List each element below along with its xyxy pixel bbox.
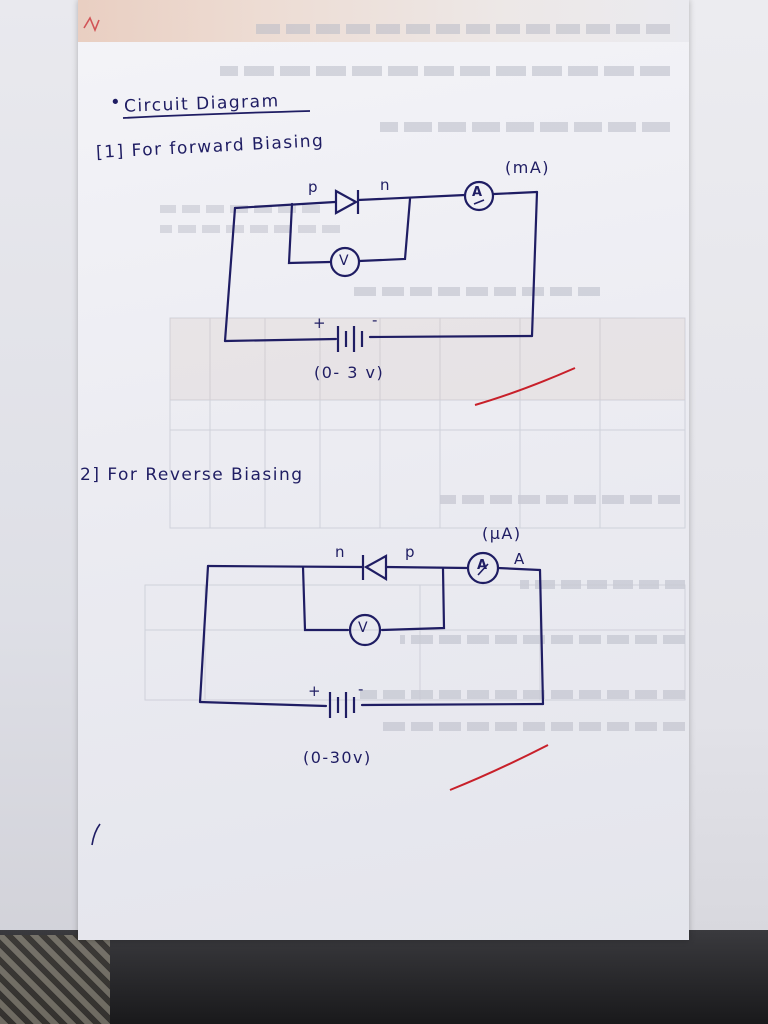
forward-bottom-wire-right — [368, 334, 534, 339]
reverse-ammeter-outer-label: A — [514, 550, 526, 568]
reverse-left-wire — [198, 564, 210, 704]
reverse-top-wire-ammeter — [496, 566, 542, 572]
forward-top-wire-ammeter — [492, 190, 539, 196]
margin-mark — [83, 16, 100, 33]
fabric-corner — [0, 935, 110, 1024]
forward-ammeter-needle — [473, 199, 485, 205]
reverse-voltmeter-label: V — [358, 620, 368, 636]
reverse-diode-left-label: n — [335, 543, 347, 561]
forward-top-wire-right — [356, 193, 467, 202]
reverse-battery-plus: + — [308, 682, 323, 700]
forward-voltmeter-right-lead — [357, 197, 412, 263]
background-left — [0, 0, 80, 1024]
notebook-page — [78, 0, 689, 940]
reverse-diode-right-label: p — [405, 543, 417, 561]
forward-meter-unit: (mA) — [505, 158, 551, 177]
forward-ammeter — [463, 180, 495, 212]
dark-surface — [0, 930, 768, 1024]
margin-stroke — [91, 823, 101, 846]
reverse-ammeter — [466, 551, 500, 585]
reverse-meter-unit: (μA) — [482, 524, 522, 543]
page-top-tint — [78, 0, 689, 42]
forward-diode — [334, 189, 360, 215]
heading-underline — [122, 110, 311, 119]
heading-bullet: • — [109, 91, 123, 114]
forward-supply-range: (0- 3 v) — [314, 363, 385, 382]
reverse-voltmeter-right-lead — [380, 567, 446, 632]
forward-voltmeter-left-lead — [287, 202, 332, 265]
reverse-voltmeter-left-lead — [301, 565, 350, 632]
forward-top-wire-left — [233, 200, 337, 210]
forward-battery-plus: + — [313, 314, 328, 332]
reverse-top-wire-left — [206, 564, 364, 569]
reverse-diode — [361, 554, 388, 581]
forward-right-wire — [530, 190, 539, 338]
reverse-bottom-wire-right — [360, 702, 545, 707]
forward-bottom-wire-left — [223, 337, 338, 343]
background-right — [688, 0, 768, 1024]
reverse-battery — [328, 692, 356, 718]
forward-voltmeter-label: V — [339, 253, 349, 269]
reverse-title: 2] For Reverse Biasing — [80, 465, 304, 485]
reverse-ammeter-needle — [477, 563, 489, 576]
forward-diode-left-label: p — [308, 178, 320, 196]
reverse-top-wire-right — [384, 565, 470, 570]
forward-battery-minus: - — [372, 311, 379, 329]
reverse-right-wire — [538, 568, 545, 706]
forward-diode-right-label: n — [380, 176, 392, 194]
reverse-supply-range: (0-30v) — [303, 748, 372, 767]
reverse-voltmeter — [348, 613, 382, 647]
forward-battery — [336, 326, 364, 352]
forward-ammeter-label: A — [472, 185, 483, 200]
reverse-check-mark — [449, 744, 549, 791]
reverse-battery-minus: - — [358, 680, 365, 698]
forward-voltmeter — [329, 246, 361, 278]
reverse-bottom-wire-left — [198, 700, 328, 708]
forward-left-wire — [223, 206, 237, 343]
reverse-ammeter-label: A — [477, 558, 488, 573]
forward-check-mark — [474, 367, 576, 406]
